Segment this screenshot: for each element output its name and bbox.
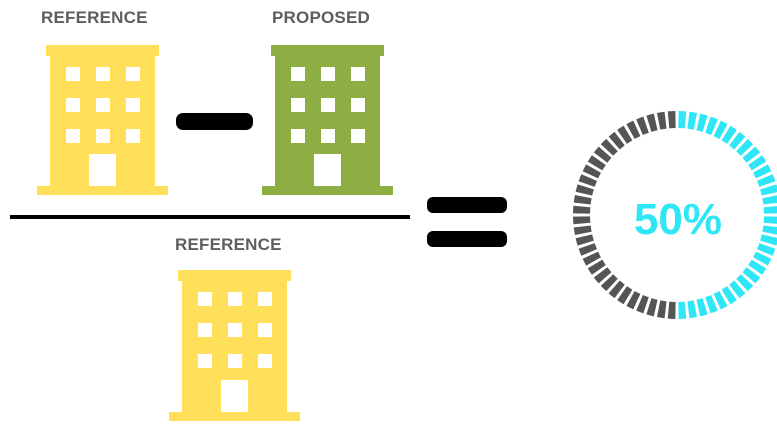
- window: [291, 98, 305, 112]
- ring-segment-filled: [687, 111, 698, 130]
- window: [66, 98, 80, 112]
- window: [96, 129, 110, 143]
- ring-segment-empty: [573, 216, 591, 225]
- ring-segment-filled: [760, 234, 777, 246]
- ring-segment-empty: [593, 146, 612, 163]
- proposed-building-icon: [262, 45, 393, 195]
- ring-segment-filled: [678, 111, 687, 129]
- ring-segment-filled: [753, 164, 772, 179]
- window: [291, 67, 305, 81]
- reference-building-icon: [169, 270, 300, 421]
- ring-segment-empty: [582, 251, 601, 266]
- window: [198, 354, 212, 368]
- ring-segment-empty: [600, 274, 618, 292]
- ring-segment-filled: [757, 174, 776, 187]
- ring-segment-filled: [729, 131, 746, 150]
- window: [228, 323, 242, 337]
- ring-segment-filled: [760, 184, 777, 196]
- ring-segment-empty: [656, 111, 667, 130]
- ring-segment-filled: [762, 225, 777, 235]
- ring-segment-empty: [646, 113, 658, 132]
- ring-segment-filled: [757, 243, 776, 256]
- window: [321, 129, 335, 143]
- ring-segment-filled: [705, 116, 718, 135]
- window: [126, 67, 140, 81]
- window: [228, 354, 242, 368]
- ring-segment-empty: [636, 116, 649, 135]
- window: [126, 129, 140, 143]
- ring-segment-filled: [678, 301, 687, 319]
- window: [126, 98, 140, 112]
- ring-segment-empty: [626, 291, 641, 310]
- window: [258, 354, 272, 368]
- ring-segment-empty: [608, 131, 625, 150]
- ring-segment-filled: [742, 267, 761, 284]
- ring-segment-filled: [696, 113, 708, 132]
- ring-segment-empty: [646, 298, 658, 317]
- ring-segment-filled: [742, 146, 761, 163]
- ring-segment-filled: [721, 286, 737, 305]
- window: [321, 98, 335, 112]
- window: [66, 129, 80, 143]
- ring-segment-filled: [763, 216, 777, 224]
- equals-sign-icon: [427, 197, 507, 247]
- ring-segment-empty: [626, 120, 641, 139]
- ring-segment-empty: [600, 138, 618, 156]
- window: [198, 292, 212, 306]
- ring-segment-empty: [667, 301, 676, 319]
- percent-value: 50%: [633, 195, 723, 244]
- window: [351, 129, 365, 143]
- ring-segment-empty: [587, 155, 606, 171]
- ring-segment-empty: [573, 194, 592, 205]
- ring-segment-filled: [748, 259, 767, 275]
- ring-segment-filled: [748, 155, 767, 171]
- ring-segment-filled: [729, 280, 746, 299]
- ring-segment-filled: [736, 138, 754, 156]
- window: [321, 67, 335, 81]
- ring-segment-empty: [593, 267, 612, 284]
- ring-segment-filled: [763, 206, 777, 214]
- ring-segment-empty: [582, 164, 601, 179]
- ring-segment-filled: [736, 274, 754, 292]
- ring-segment-filled: [762, 195, 777, 205]
- ring-segment-empty: [587, 259, 606, 275]
- ring-segment-empty: [667, 111, 676, 129]
- ring-segment-empty: [636, 295, 649, 314]
- window: [96, 67, 110, 81]
- window: [351, 67, 365, 81]
- proposed-label: PROPOSED: [272, 8, 370, 27]
- window: [198, 323, 212, 337]
- ring-segment-filled: [696, 298, 708, 317]
- ring-segment-filled: [713, 291, 728, 310]
- ring-segment-filled: [721, 125, 737, 144]
- ring-segment-empty: [575, 234, 594, 246]
- ring-segment-empty: [578, 243, 597, 256]
- window: [258, 292, 272, 306]
- window: [96, 98, 110, 112]
- reference-building-icon: [37, 45, 168, 195]
- ring-segment-empty: [573, 205, 591, 214]
- ring-segment-filled: [687, 300, 698, 319]
- minus-sign-icon: [176, 113, 253, 130]
- ring-segment-filled: [705, 295, 718, 314]
- ring-segment-filled: [753, 251, 772, 266]
- ring-segment-empty: [617, 286, 633, 305]
- window: [228, 292, 242, 306]
- fraction-bar: [10, 215, 410, 219]
- ring-segment-empty: [656, 300, 667, 319]
- ring-segment-empty: [573, 225, 592, 236]
- window: [258, 323, 272, 337]
- ring-segment-filled: [713, 120, 728, 139]
- window: [351, 98, 365, 112]
- progress-ring: [573, 111, 777, 319]
- window: [291, 129, 305, 143]
- ring-segment-empty: [608, 280, 625, 299]
- ring-segment-empty: [617, 125, 633, 144]
- reference-label-bottom: REFERENCE: [175, 235, 282, 254]
- window: [66, 67, 80, 81]
- ring-segment-empty: [578, 174, 597, 187]
- reference-label-top: REFERENCE: [41, 8, 148, 27]
- ring-segment-empty: [575, 184, 594, 196]
